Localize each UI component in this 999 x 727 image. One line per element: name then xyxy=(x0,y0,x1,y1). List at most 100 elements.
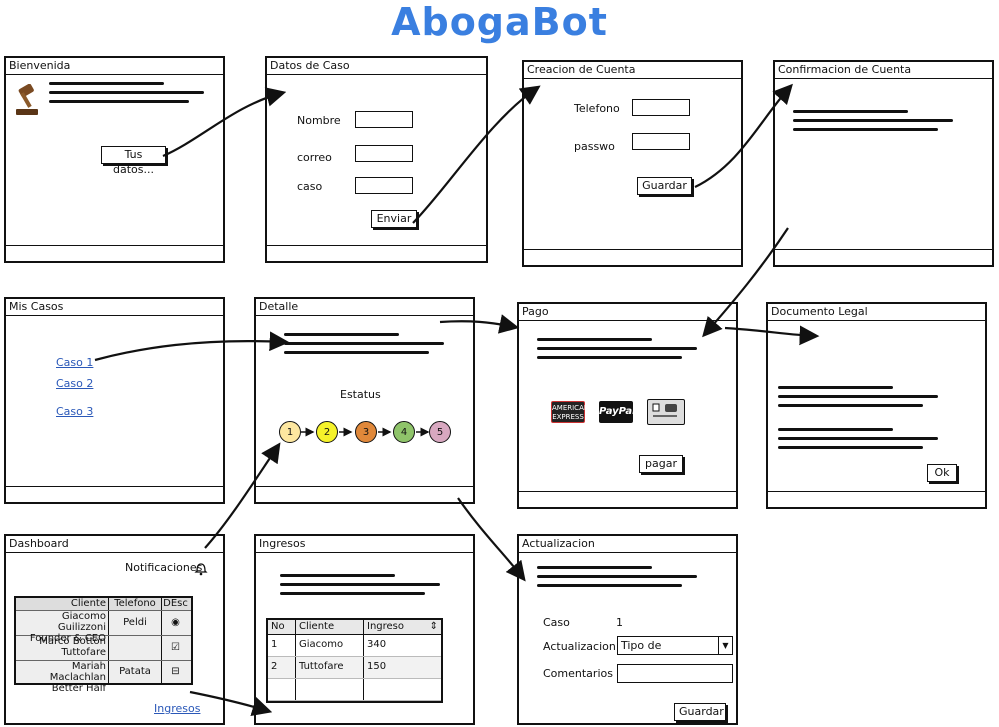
guardar-button[interactable]: Guardar xyxy=(674,703,726,721)
screen-footer xyxy=(524,249,741,265)
pagar-button[interactable]: pagar xyxy=(639,455,683,473)
placeholder-text xyxy=(280,574,440,601)
caso-value: 1 xyxy=(616,616,623,629)
guardar-button[interactable]: Guardar xyxy=(637,177,692,195)
radio-icon[interactable]: ◉ xyxy=(171,617,180,628)
ingreso-cell xyxy=(364,679,441,700)
screen-title: Creacion de Cuenta xyxy=(524,62,741,79)
screen-bienvenida: Bienvenida Tus datos... xyxy=(4,56,225,263)
actualizacion-label: Actualizacion xyxy=(543,640,616,653)
nombre-label: Nombre xyxy=(297,114,341,127)
credit-card-icon[interactable] xyxy=(647,399,685,425)
table-row[interactable]: 2 Tuttofare 150 xyxy=(268,657,441,679)
paypal-card-icon[interactable]: PayPal xyxy=(599,401,636,423)
table-row[interactable] xyxy=(268,679,441,701)
column-header[interactable]: DEsc xyxy=(163,598,188,609)
screen-confirmacion-cuenta: Confirmacion de Cuenta xyxy=(773,60,994,267)
screen-actualizacion: Actualizacion Caso 1 Actualizacion Tipo … xyxy=(517,534,738,725)
cliente-cell: Marco Botton Tuttofare xyxy=(16,636,109,660)
table-row[interactable]: 1 Giacomo 340 xyxy=(268,635,441,657)
comentarios-input[interactable] xyxy=(617,664,733,683)
ingresos-link[interactable]: Ingresos xyxy=(154,702,201,715)
screen-title: Mis Casos xyxy=(6,299,223,316)
column-header-label: Ingreso xyxy=(367,621,405,632)
no-cell: 2 xyxy=(268,657,296,678)
screen-mis-casos: Mis Casos Caso 1 Caso 2 Caso 3 xyxy=(4,297,225,504)
telefono-input[interactable] xyxy=(632,99,690,116)
caso-1-link[interactable]: Caso 1 xyxy=(56,356,94,369)
status-connectors xyxy=(301,427,430,437)
caso-label: Caso xyxy=(543,616,570,629)
telefono-label: Telefono xyxy=(574,102,620,115)
placeholder-text xyxy=(537,566,697,593)
status-step-3: 3 xyxy=(355,421,377,443)
screen-title: Bienvenida xyxy=(6,58,223,75)
ok-button[interactable]: Ok xyxy=(927,464,957,482)
status-step-5: 5 xyxy=(429,421,451,443)
column-header[interactable]: Cliente xyxy=(296,620,364,634)
tus-datos-button[interactable]: Tus datos... xyxy=(101,146,166,176)
password-input[interactable] xyxy=(632,133,690,150)
bell-icon[interactable] xyxy=(194,561,208,580)
screen-title: Datos de Caso xyxy=(267,58,486,75)
screen-footer xyxy=(6,245,223,261)
correo-input[interactable] xyxy=(355,145,413,162)
caso-3-link[interactable]: Caso 3 xyxy=(56,405,94,418)
table-row[interactable]: Giacomo Guilizzoni Founder & CEO Peldi ◉ xyxy=(16,611,191,644)
screen-title: Dashboard xyxy=(6,536,223,553)
screen-title: Ingresos xyxy=(256,536,473,553)
telefono-cell: Patata xyxy=(109,661,162,683)
notificaciones-label: Notificaciones xyxy=(125,561,203,574)
sort-icon[interactable]: ⇕ xyxy=(429,621,438,632)
table-row[interactable]: Mariah Maclachlan Better Half Patata ⊟ xyxy=(16,661,191,694)
cliente-cell: Giacomo xyxy=(296,635,364,656)
status-step-4: 4 xyxy=(393,421,415,443)
cliente-cell: Mariah Maclachlan Better Half xyxy=(16,661,109,694)
no-cell: 1 xyxy=(268,635,296,656)
screen-creacion-cuenta: Creacion de Cuenta Telefono passwo Guard… xyxy=(522,60,743,267)
screen-footer xyxy=(775,249,992,265)
cliente-cell xyxy=(296,679,364,700)
status-step-1: 1 xyxy=(279,421,301,443)
app-title: AbogaBot xyxy=(391,0,608,44)
screen-title: Confirmacion de Cuenta xyxy=(775,62,992,79)
placeholder-text xyxy=(778,386,938,413)
table-row[interactable]: Marco Botton Tuttofare ☑ xyxy=(16,636,191,661)
nombre-input[interactable] xyxy=(355,111,413,128)
screen-detalle: Detalle Estatus 1 2 3 4 5 xyxy=(254,297,475,504)
caso-input[interactable] xyxy=(355,177,413,194)
minus-box-icon[interactable]: ⊟ xyxy=(171,666,180,677)
ingreso-cell: 340 xyxy=(367,639,387,650)
screen-footer xyxy=(256,486,473,502)
screen-title: Pago xyxy=(519,304,736,321)
ingresos-table: No Cliente Ingreso ⇕ 1 Giacomo 340 2 Tutt… xyxy=(266,618,443,703)
placeholder-text-2 xyxy=(778,428,938,455)
column-header[interactable]: Telefono xyxy=(109,598,162,610)
column-header[interactable]: No xyxy=(268,620,296,634)
cliente-cell: Tuttofare xyxy=(296,657,364,678)
checkbox-icon[interactable]: ☑ xyxy=(171,642,180,653)
caso-2-link[interactable]: Caso 2 xyxy=(56,377,94,390)
screen-footer xyxy=(267,245,486,261)
telefono-cell xyxy=(109,636,162,660)
correo-label: correo xyxy=(297,151,332,164)
chevron-down-icon[interactable]: ▼ xyxy=(718,637,732,654)
column-header[interactable]: Cliente xyxy=(16,598,109,610)
amex-card-icon[interactable]: AMERICAN EXPRESS xyxy=(551,401,589,423)
screen-datos-caso: Datos de Caso Nombre correo caso Enviar xyxy=(265,56,488,263)
select-value: Tipo de Actualizacion xyxy=(621,639,662,652)
comentarios-label: Comentarios xyxy=(543,667,613,680)
screen-footer xyxy=(768,491,985,507)
telefono-cell: Peldi xyxy=(109,611,162,635)
placeholder-text xyxy=(284,333,444,360)
caso-label: caso xyxy=(297,180,323,193)
column-header[interactable]: Ingreso ⇕ xyxy=(364,620,441,634)
screen-footer xyxy=(519,491,736,507)
placeholder-text xyxy=(49,82,204,109)
ingreso-cell: 150 xyxy=(367,661,387,672)
screen-dashboard: Dashboard Notificaciones Cliente Telefon… xyxy=(4,534,225,725)
password-label: passwo xyxy=(574,140,615,153)
enviar-button[interactable]: Enviar xyxy=(371,210,417,228)
gavel-icon xyxy=(12,83,44,122)
tipo-actualizacion-select[interactable]: Tipo de Actualizacion ▼ xyxy=(617,636,733,655)
